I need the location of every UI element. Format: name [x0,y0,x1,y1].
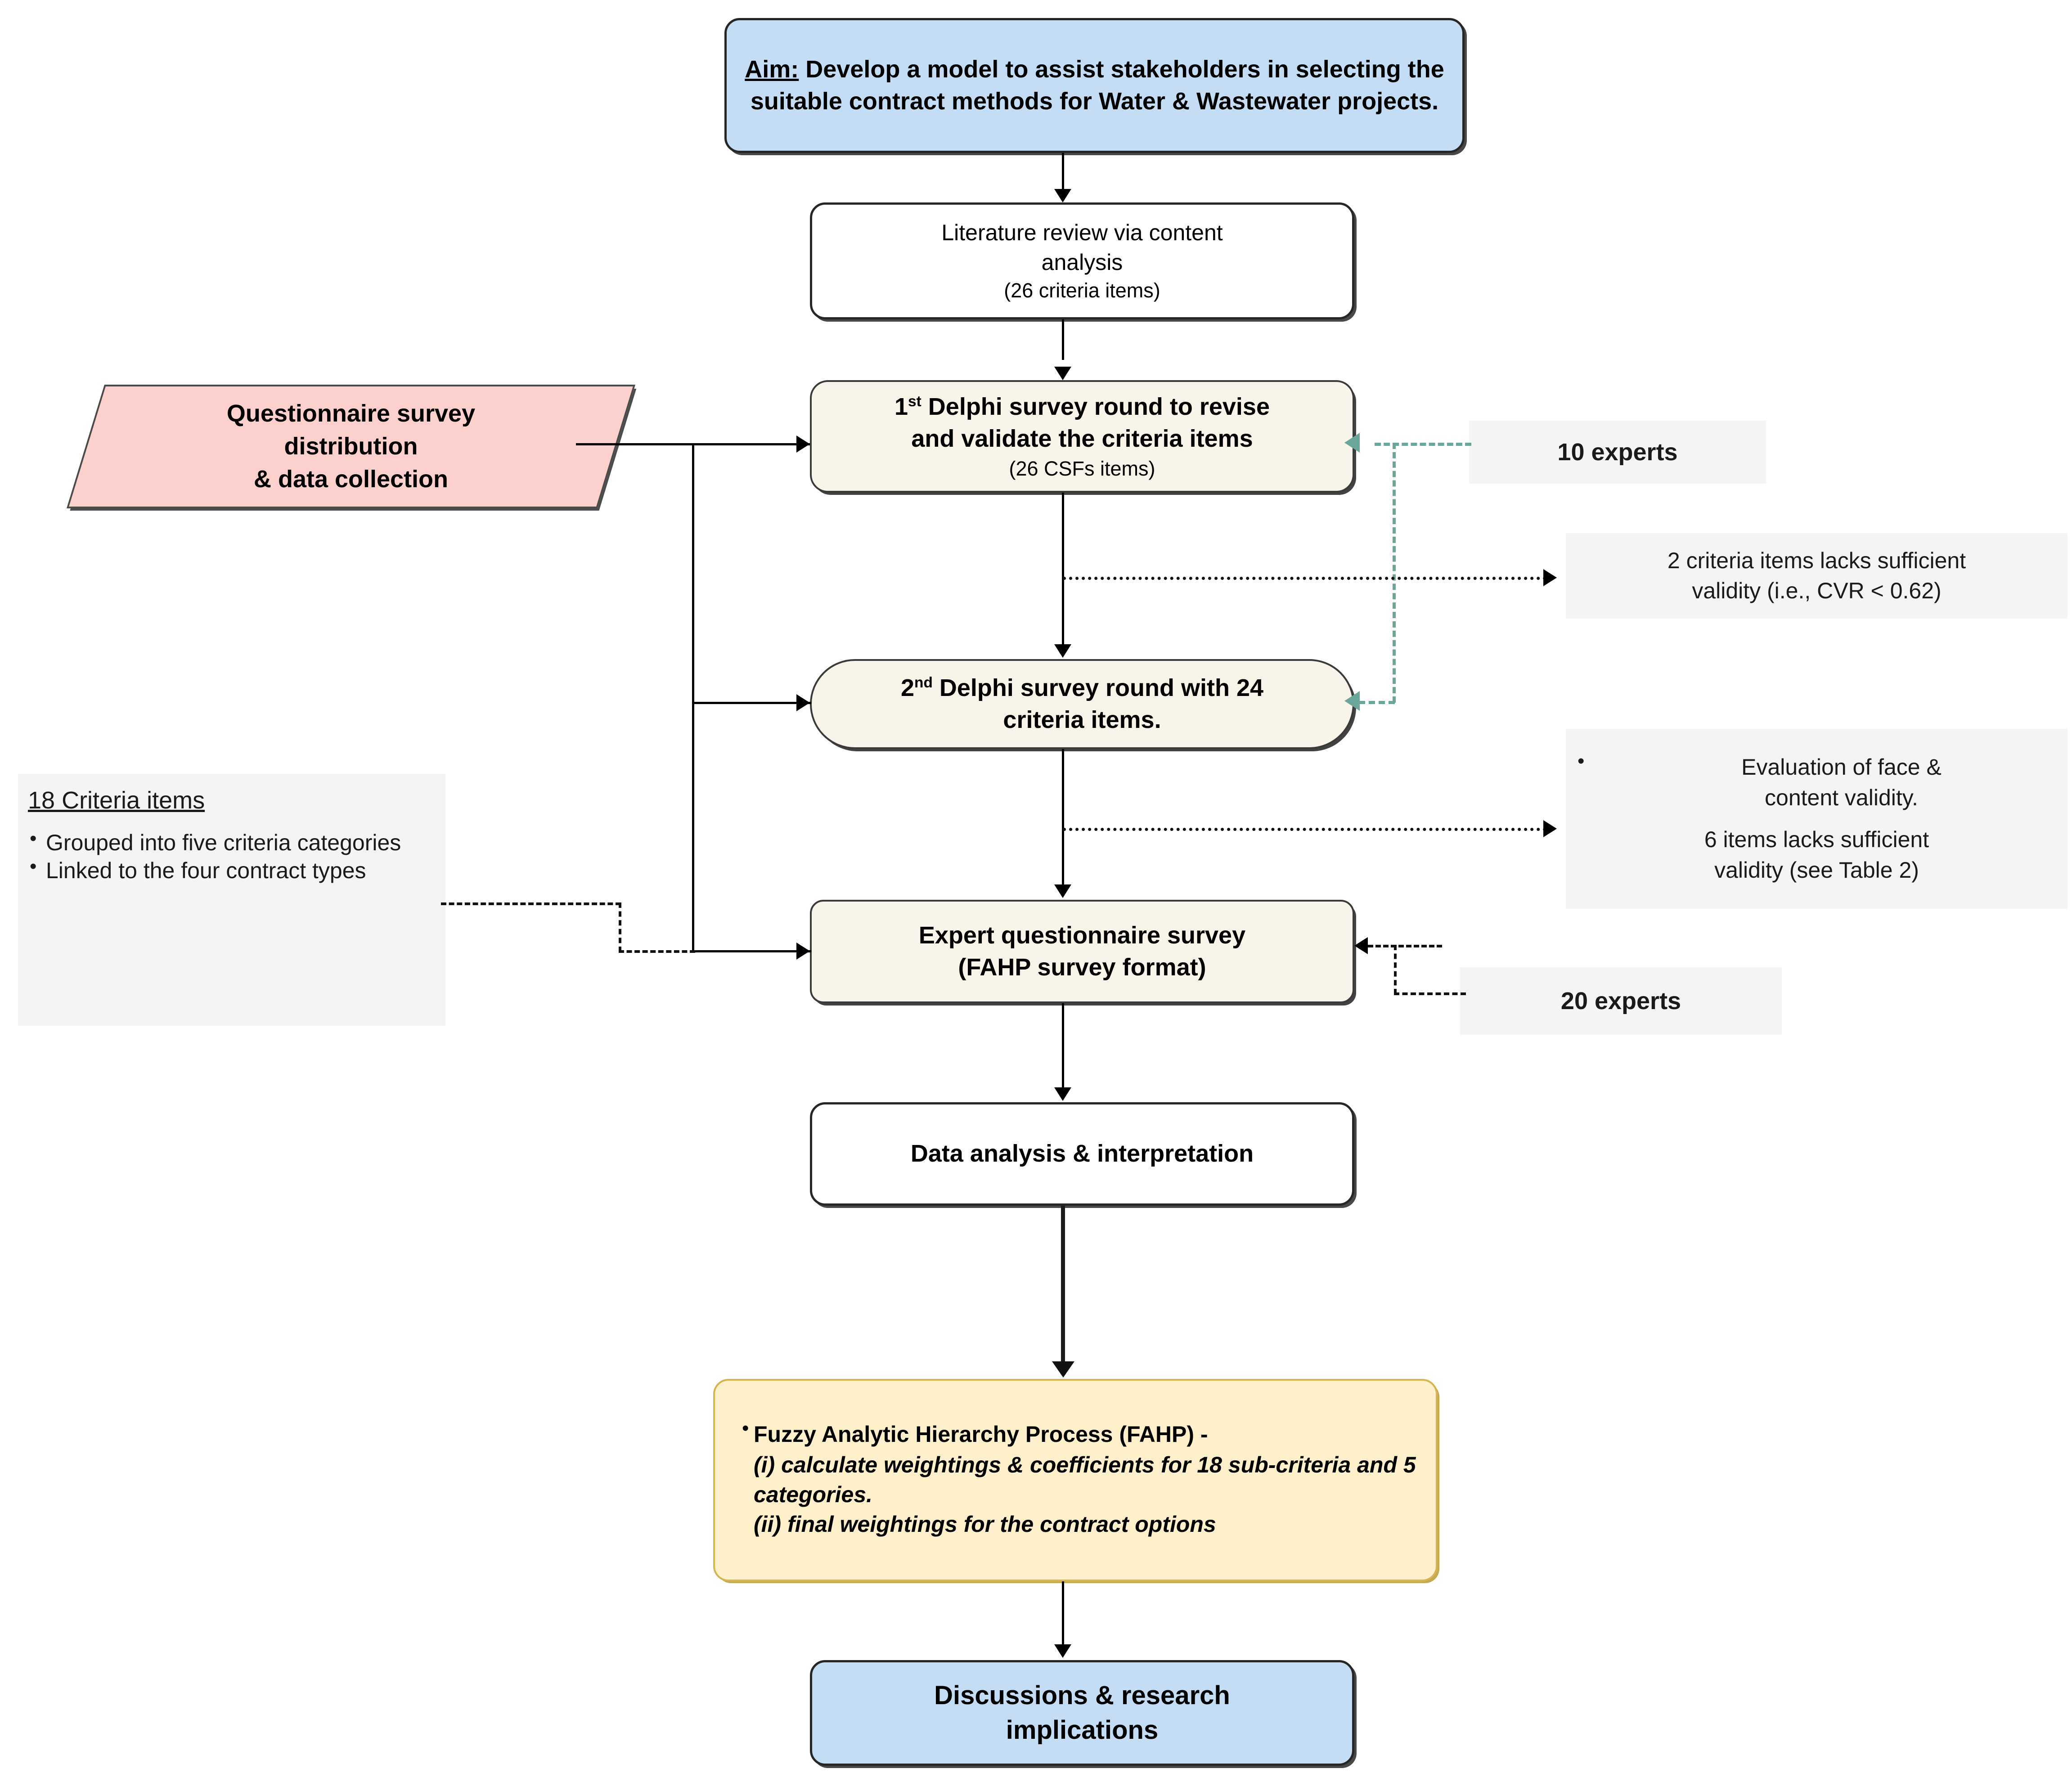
note-20-experts-label: 20 experts [1560,988,1681,1014]
arrowhead-expert-survey-left [796,943,810,960]
delphi2-ordinal-suffix: nd [914,674,933,691]
arrowhead-data-analysis [1054,1087,1071,1101]
questionnaire-line1: Questionnaire survey [226,400,476,427]
note-validity-b1-l2: content validity. [1765,785,1918,810]
fahp-sub-i: (i) calculate weightings & coefficients … [754,1452,1416,1507]
teal-connector-to-delphi2 [1359,701,1395,704]
criteria-18-list: Grouped into five criteria categories Li… [18,829,445,884]
delphi2-line2: criteria items. [1003,706,1161,733]
node-discussions: Discussions & research implications [810,1660,1354,1766]
arrowhead-delphi1-left [796,435,810,453]
teal-connector-vertical [1393,443,1396,703]
note-validity-l2b: validity (see Table 2) [1714,857,1919,883]
delphi2-ordinal: 2 [900,674,914,701]
arrowhead-delphi2-teal [1344,691,1360,711]
connector-fahp-to-discussions [1062,1581,1064,1644]
note-10-experts: 10 experts [1469,421,1766,484]
note-18-criteria: 18 Criteria items Grouped into five crit… [18,774,445,1026]
literature-line2: analysis [1041,250,1123,275]
connector-data-analysis-to-fahp [1061,1206,1065,1363]
delphi1-line1: Delphi survey round to revise [921,393,1270,421]
node-aim: Aim: Develop a model to assist stakehold… [724,18,1465,153]
discussions-line2: implications [1006,1715,1159,1745]
arrowhead-fahp [1052,1361,1074,1378]
connector-delphi2-to-expert-survey [1062,749,1064,886]
note-20-experts: 20 experts [1460,967,1782,1035]
note-validity-l2a: 6 items lacks sufficient [1704,827,1929,852]
discussions-line1: Discussions & research [934,1680,1230,1710]
teal-connector-to-10-experts [1375,443,1471,446]
arrowhead-literature [1054,189,1071,202]
node-data-analysis: Data analysis & interpretation [810,1102,1354,1206]
questionnaire-line2: distribution [284,433,418,460]
arrowhead-expert-survey-right [1354,937,1368,954]
connector-expert-survey-to-data-analysis [1062,1003,1064,1089]
node-literature-review: Literature review via content analysis (… [810,202,1354,319]
connector-literature-to-delphi1 [1062,319,1064,360]
connector-trunk-to-expert-survey [692,950,811,952]
criteria-item: Grouped into five criteria categories [18,829,445,856]
node-fahp: Fuzzy Analytic Hierarchy Process (FAHP) … [713,1379,1438,1581]
connector-aim-to-literature [1062,153,1064,191]
arrowhead-discussions [1054,1644,1071,1658]
dashed-20-experts-horizontal [1368,945,1442,947]
fahp-main-label: Fuzzy Analytic Hierarchy Process (FAHP) … [754,1422,1208,1447]
dashed-criteria-vertical [619,902,621,952]
literature-line1: Literature review via content [941,220,1223,246]
expert-survey-line1: Expert questionnaire survey [918,921,1246,949]
note-validity: Evaluation of face & content validity. 6… [1566,729,2068,909]
aim-text: Develop a model to assist stakeholders i… [750,55,1444,115]
note-18-criteria-heading: 18 Criteria items [28,787,205,814]
validity-bullet-list: Evaluation of face & content validity. [1566,751,2068,813]
arrowhead-delphi2 [1054,644,1071,658]
arrowhead-validity-note [1543,820,1557,837]
node-delphi-round-1: 1st Delphi survey round to revise and va… [810,380,1354,493]
arrowhead-expert-survey [1054,884,1071,898]
dashed-20-experts-vertical [1394,945,1397,994]
dashed-criteria-horizontal [441,902,621,905]
delphi1-line3: (26 CSFs items) [1009,457,1155,480]
data-analysis-label: Data analysis & interpretation [910,1140,1254,1167]
connector-delphi1-to-delphi2 [1062,493,1064,646]
node-delphi-round-2: 2nd Delphi survey round with 24 criteria… [810,659,1354,749]
arrowhead-cvr-note [1543,569,1557,586]
note-cvr-line2: validity (i.e., CVR < 0.62) [1692,578,1942,603]
arrowhead-delphi2-left [796,694,810,711]
questionnaire-line3: & data collection [253,465,449,493]
dotted-connector-to-validity-note [1063,828,1546,831]
dashed-criteria-horizontal-2 [619,950,695,953]
note-validity-b1-l1: Evaluation of face & [1741,754,1942,780]
arrowhead-delphi1-teal [1344,433,1360,453]
node-expert-survey: Expert questionnaire survey (FAHP survey… [810,900,1354,1003]
delphi1-line2: and validate the criteria items [911,425,1253,453]
delphi1-ordinal: 1 [894,393,908,421]
connector-trunk-vertical [692,443,694,952]
criteria-item: Linked to the four contract types [18,857,445,884]
delphi1-ordinal-suffix: st [908,393,921,410]
note-cvr-line1: 2 criteria items lacks sufficient [1667,548,1966,573]
note-cvr: 2 criteria items lacks sufficient validi… [1566,533,2068,619]
fahp-bullet-list: Fuzzy Analytic Hierarchy Process (FAHP) … [730,1418,1420,1539]
aim-label-prefix: Aim: [745,55,799,83]
dotted-connector-to-cvr-note [1063,577,1546,580]
node-questionnaire-distribution: Questionnaire survey distribution & data… [66,385,636,508]
literature-line3: (26 criteria items) [1004,279,1160,302]
fahp-sub-ii: (ii) final weightings for the contract o… [754,1512,1216,1537]
expert-survey-line2: (FAHP survey format) [958,954,1206,981]
arrowhead-delphi1 [1054,367,1071,380]
note-10-experts-label: 10 experts [1557,439,1678,466]
delphi2-line1: Delphi survey round with 24 [932,674,1264,701]
connector-trunk-to-delphi2 [692,702,811,704]
dashed-20-experts-horizontal-2 [1394,992,1466,995]
